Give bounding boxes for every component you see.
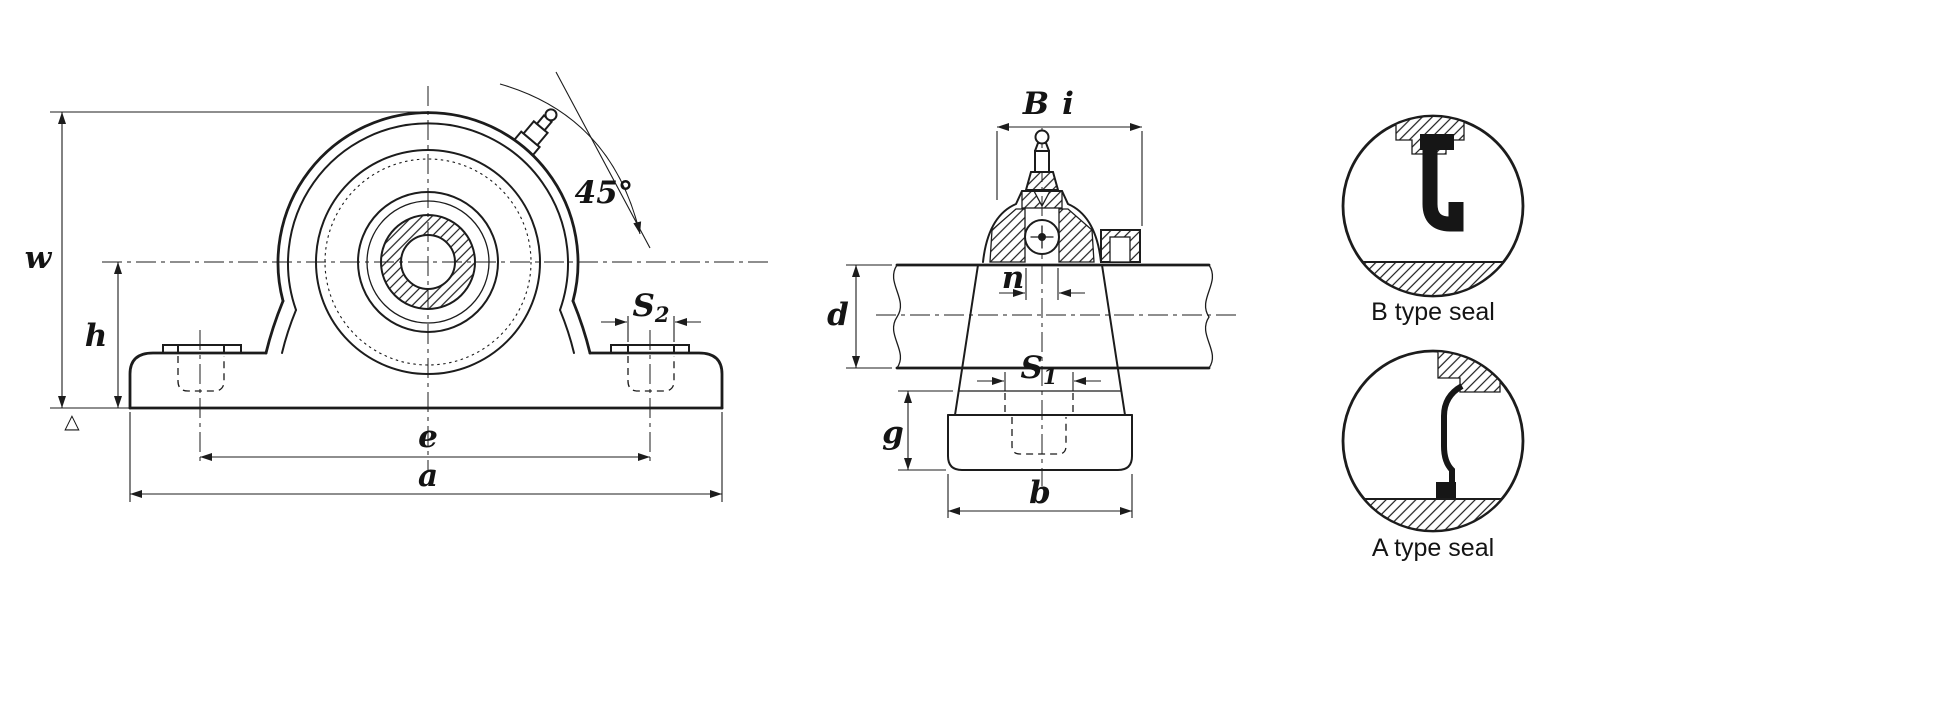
dim-d: d [827, 264, 892, 369]
seal-b-label: B type seal [1371, 298, 1495, 326]
shaft-break-right [1204, 264, 1214, 369]
side-view: B i n d S1 g [827, 86, 1240, 518]
dim-b: b [947, 474, 1133, 518]
grease-fitting-front [513, 108, 558, 156]
pedestal-side [947, 264, 1133, 471]
shaft [892, 263, 1214, 370]
seal-detail-a: A type seal [1341, 349, 1525, 562]
seal-a-housing-hatch [1437, 352, 1501, 393]
dim-label-a: a [418, 458, 438, 494]
base-front [128, 344, 724, 410]
dim-label-d: d [827, 297, 849, 333]
seal-a-label: A type seal [1372, 534, 1494, 562]
base-slot-hidden [1011, 417, 1067, 455]
dim-w: w [25, 111, 436, 409]
side-section-hatching [989, 171, 1141, 263]
dim-s1: S1 [977, 350, 1101, 391]
dim-label-b: b [1029, 475, 1051, 511]
dim-h: h [85, 262, 122, 408]
bearing-cap-side [982, 190, 1102, 263]
bolt-slot-hidden-right [627, 356, 675, 392]
seal-b-profile [1422, 148, 1464, 232]
dim-s2: S2 [601, 288, 701, 342]
seal-b-profile-top [1420, 134, 1454, 150]
front-view: 45° w h S2 [25, 71, 770, 502]
dim-n: n [999, 260, 1085, 300]
grease-fitting-side [1034, 129, 1050, 173]
dim-Bi: B i [996, 86, 1143, 226]
seal-a-profile [1440, 383, 1464, 501]
dim-label-s2: S2 [632, 288, 669, 327]
dim-label-B: B [1022, 86, 1049, 122]
dim-e: e [200, 419, 650, 461]
dim-label-45deg: 45° [575, 175, 634, 211]
bearing-housing-front [264, 111, 592, 375]
dim-label-h: h [85, 318, 108, 354]
datum-triangle-symbol: △ [64, 409, 80, 433]
seal-a-profile-foot [1436, 482, 1456, 500]
dim-label-n: n [1002, 260, 1025, 296]
dim-a: a [129, 412, 723, 502]
shaft-break-left [892, 264, 902, 369]
dim-g: g [882, 390, 953, 471]
seal-detail-b: B type seal [1341, 114, 1525, 326]
bolt-slot-hidden-left [177, 356, 225, 392]
dim-label-w: w [25, 240, 53, 276]
dim-label-g: g [882, 415, 904, 451]
dim-label-i: i [1062, 86, 1074, 122]
dim-label-e: e [418, 419, 438, 455]
dim-label-s1: S1 [1020, 350, 1057, 389]
angle-annotation: 45° [499, 71, 651, 249]
side-centerlines [876, 128, 1240, 486]
